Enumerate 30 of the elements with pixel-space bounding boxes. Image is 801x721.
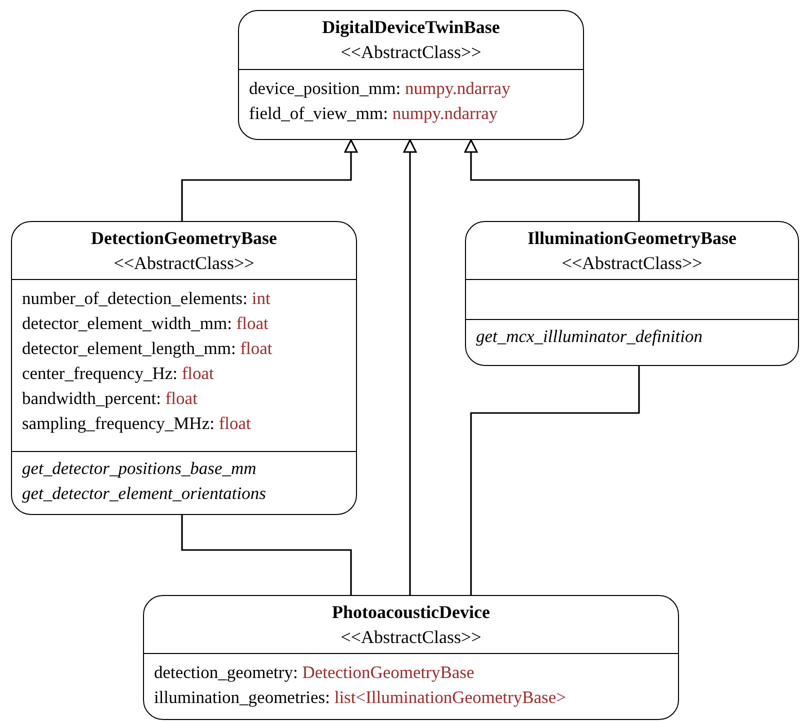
attribute-text: detector_element_width_mm: float: [22, 312, 268, 335]
attribute-text: bandwidth_percent: float: [22, 387, 198, 410]
attribute-text: sampling_frequency_MHz: float: [22, 412, 251, 435]
method-text: get_detector_element_orientations: [22, 482, 266, 505]
attribute-text: field_of_view_mm: numpy.ndarray: [249, 102, 498, 125]
inheritance-arrow: [181, 139, 358, 221]
class-name: DigitalDeviceTwinBase: [322, 16, 500, 39]
attribute-text: number_of_detection_elements: int: [22, 287, 270, 310]
class-name: DetectionGeometryBase: [91, 226, 277, 250]
association-line: [470, 366, 640, 595]
class-box: [11, 221, 357, 515]
association-line: [181, 515, 352, 595]
attribute-text: detector_element_length_mm: float: [22, 337, 272, 360]
stereotype-label: <<AbstractClass>>: [340, 626, 482, 648]
class-box: [238, 10, 584, 140]
class-box: [465, 221, 799, 366]
stereotype-label: <<AbstractClass>>: [114, 252, 254, 274]
method-text: get_mcx_illluminator_definition: [476, 325, 703, 348]
stereotype-label: <<AbstractClass>>: [562, 252, 702, 274]
inheritance-arrow: [464, 139, 640, 221]
class-name: IlluminationGeometryBase: [528, 226, 736, 250]
class-box: [143, 595, 679, 720]
method-text: get_detector_positions_base_mm: [22, 457, 256, 480]
stereotype-label: <<AbstractClass>>: [340, 41, 482, 64]
attribute-text: device_position_mm: numpy.ndarray: [249, 77, 510, 100]
class-name: PhotoacousticDevice: [332, 600, 490, 624]
attribute-text: detection_geometry: DetectionGeometryBase: [154, 661, 474, 684]
attribute-text: illumination_geometries: list<IlluminationGeometryBase>: [154, 686, 566, 709]
inheritance-arrow: [403, 139, 417, 595]
attribute-text: center_frequency_Hz: float: [22, 362, 214, 385]
